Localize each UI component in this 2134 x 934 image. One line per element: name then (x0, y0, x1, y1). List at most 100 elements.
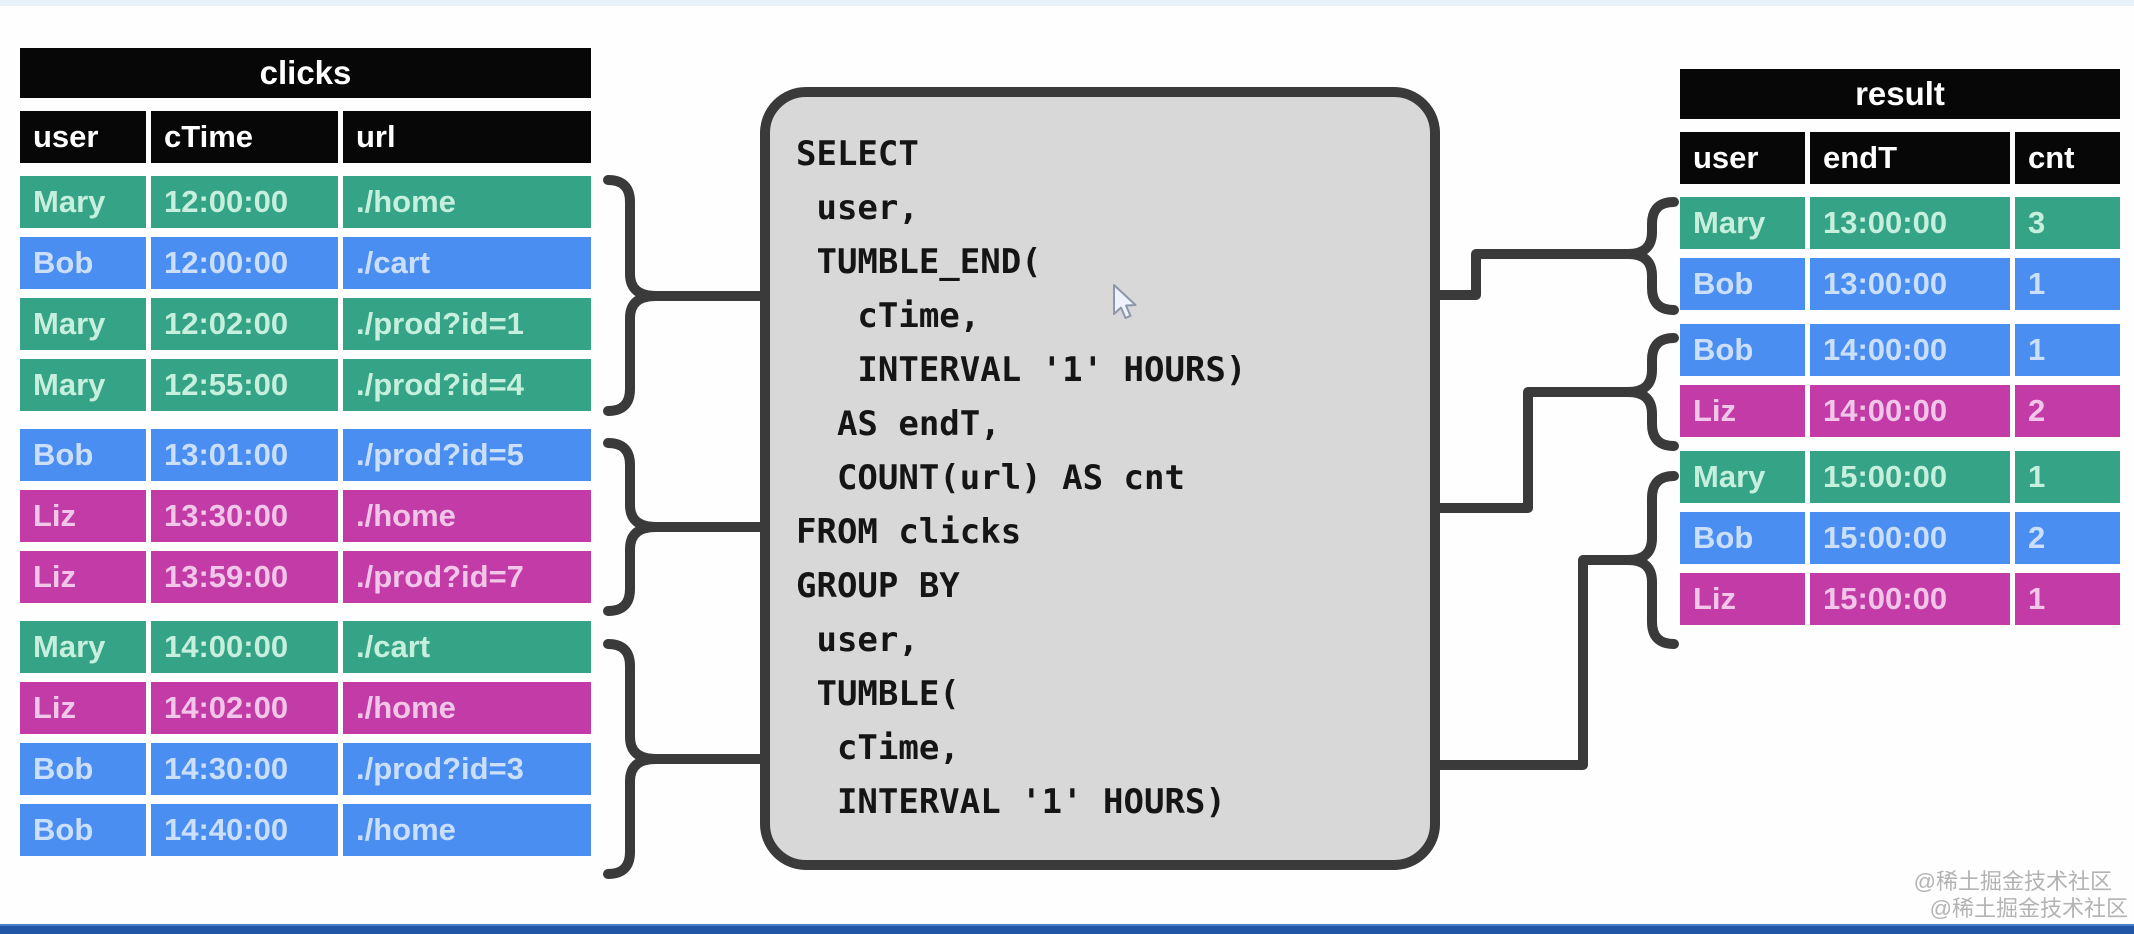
cell-cnt: 2 (2015, 385, 2120, 437)
cell-user: Bob (20, 237, 146, 289)
bottom-bar (0, 924, 2134, 934)
connector-line3 (1431, 555, 1637, 770)
cell-user: Liz (20, 551, 146, 603)
cell-endt: 13:00:00 (1810, 258, 2010, 310)
cell-url: ./cart (343, 621, 591, 673)
cell-user: Bob (1680, 258, 1805, 310)
right-brace-group2 (1623, 333, 1679, 451)
cell-endt: 14:00:00 (1810, 324, 2010, 376)
cell-ctime: 12:02:00 (151, 298, 338, 350)
watermark: @稀土掘金技术社区 @稀土掘金技术社区 (1914, 868, 2128, 922)
column-header-user: user (1680, 132, 1805, 184)
cell-url: ./prod?id=5 (343, 429, 591, 481)
left-brace-group2 (603, 438, 661, 616)
clicks-table-title: clicks (20, 48, 591, 98)
cell-endt: 15:00:00 (1810, 451, 2010, 503)
cell-url: ./prod?id=1 (343, 298, 591, 350)
mouse-cursor-icon (1113, 284, 1137, 319)
cell-cnt: 1 (2015, 451, 2120, 503)
cell-user: Mary (20, 359, 146, 411)
watermark-line: @稀土掘金技术社区 (1913, 869, 2112, 894)
top-strip (0, 0, 2134, 6)
connector-line2 (1431, 387, 1637, 513)
left-brace-group3 (603, 639, 661, 879)
sql-code: SELECT user, TUMBLE_END( cTime, INTERVAL… (796, 134, 1247, 822)
connector-line1 (1431, 249, 1637, 300)
watermark-line: @稀土掘金技术社区 (1929, 896, 2128, 921)
result-table-title: result (1680, 69, 2120, 119)
cell-ctime: 13:30:00 (151, 490, 338, 542)
column-header-url: url (343, 111, 591, 163)
cell-ctime: 14:40:00 (151, 804, 338, 856)
column-header-ctime: cTime (151, 111, 338, 163)
column-header-user: user (20, 111, 146, 163)
cell-ctime: 13:59:00 (151, 551, 338, 603)
right-brace-group1 (1623, 197, 1679, 315)
cell-user: Liz (20, 682, 146, 734)
right-brace-group3 (1623, 471, 1679, 649)
cell-user: Mary (1680, 451, 1805, 503)
cell-user: Bob (20, 429, 146, 481)
cell-ctime: 12:00:00 (151, 176, 338, 228)
cell-user: Mary (20, 176, 146, 228)
cell-ctime: 12:55:00 (151, 359, 338, 411)
cell-url: ./home (343, 176, 591, 228)
cell-user: Bob (1680, 512, 1805, 564)
cell-ctime: 14:30:00 (151, 743, 338, 795)
cell-user: Mary (20, 621, 146, 673)
cell-cnt: 3 (2015, 197, 2120, 249)
cell-user: Liz (1680, 385, 1805, 437)
cell-user: Liz (20, 490, 146, 542)
column-header-cnt: cnt (2015, 132, 2120, 184)
cell-ctime: 12:00:00 (151, 237, 338, 289)
left-brace-group1 (603, 175, 661, 416)
cell-user: Mary (1680, 197, 1805, 249)
cell-url: ./prod?id=4 (343, 359, 591, 411)
cell-ctime: 13:01:00 (151, 429, 338, 481)
cell-user: Bob (1680, 324, 1805, 376)
cell-ctime: 14:02:00 (151, 682, 338, 734)
cell-endt: 15:00:00 (1810, 512, 2010, 564)
cell-url: ./home (343, 682, 591, 734)
cell-endt: 15:00:00 (1810, 573, 2010, 625)
cell-endt: 14:00:00 (1810, 385, 2010, 437)
cell-cnt: 1 (2015, 324, 2120, 376)
clicks-table-header: user cTime url (20, 111, 591, 163)
cell-user: Mary (20, 298, 146, 350)
cell-user: Liz (1680, 573, 1805, 625)
cell-url: ./prod?id=3 (343, 743, 591, 795)
cell-user: Bob (20, 743, 146, 795)
cell-cnt: 1 (2015, 258, 2120, 310)
cell-url: ./cart (343, 237, 591, 289)
cell-url: ./home (343, 804, 591, 856)
cell-cnt: 1 (2015, 573, 2120, 625)
result-table-header: user endT cnt (1680, 132, 2120, 184)
cell-endt: 13:00:00 (1810, 197, 2010, 249)
